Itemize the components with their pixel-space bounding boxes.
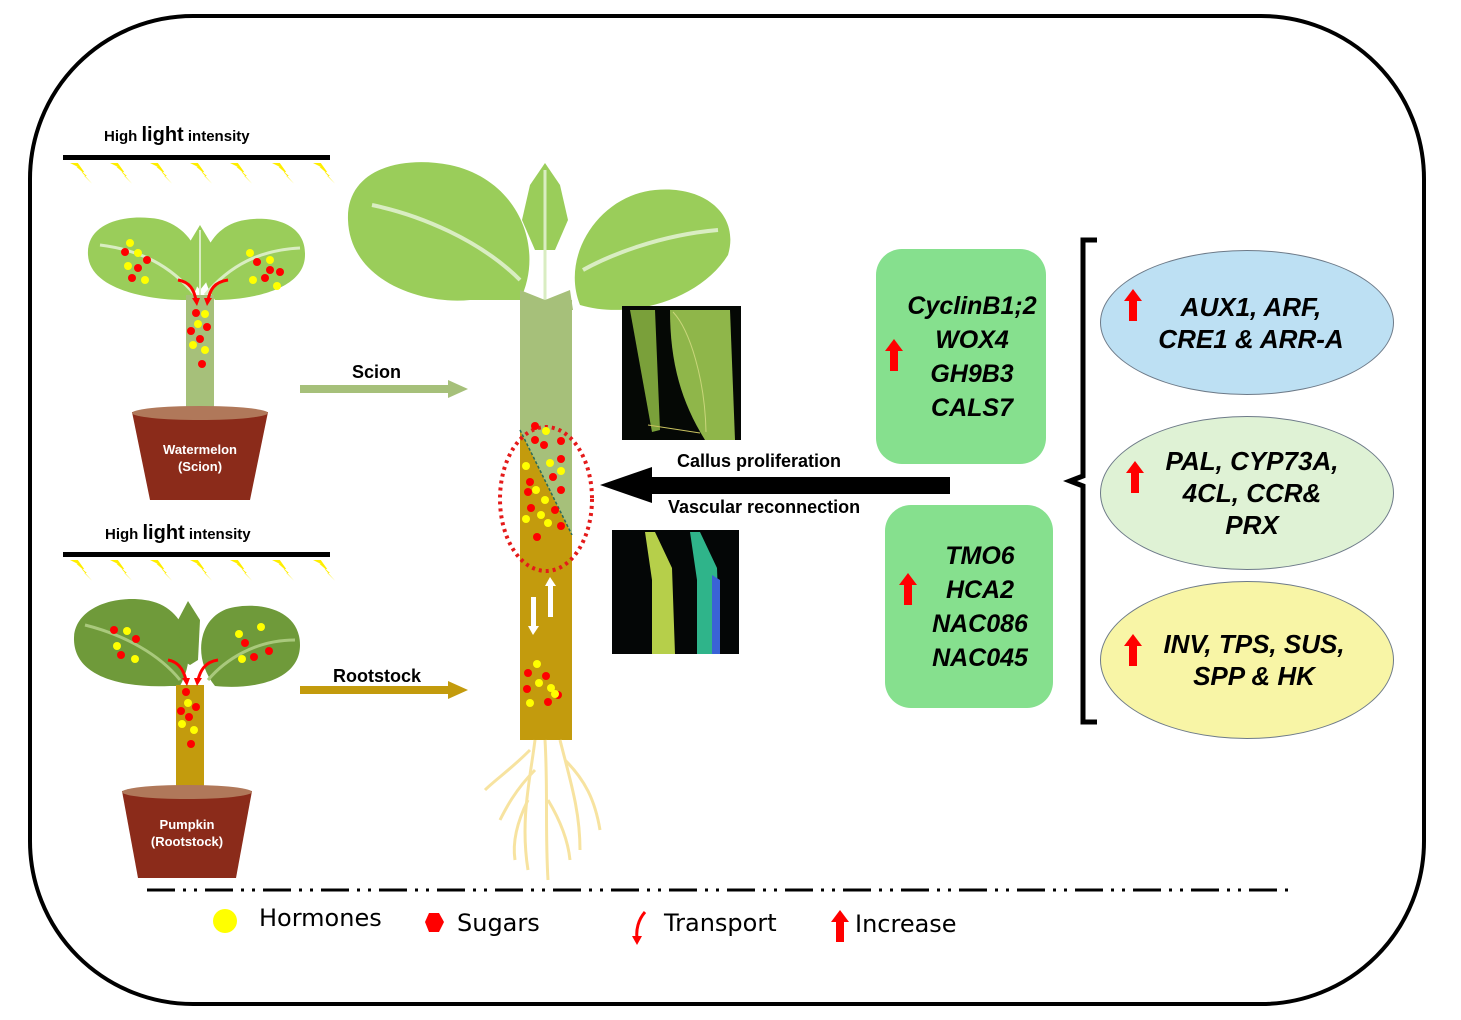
light-bolts: [70, 163, 336, 184]
pot: [122, 791, 252, 878]
legend-transport-label: Transport: [664, 909, 777, 937]
gene-box-vascular: TMO6 HCA2 NAC086 NAC045: [885, 505, 1053, 708]
light-bar-bottom: [63, 552, 336, 581]
gene-name: TMO6: [945, 541, 1015, 570]
ellipse-phenylpropanoid: PAL, CYP73A, 4CL, CCR& PRX: [1100, 416, 1394, 570]
pot-label-line: (Scion): [177, 459, 223, 474]
gene-line: AUX1, ARF,: [1180, 291, 1322, 322]
pot-label-line: (Rootstock): [150, 834, 224, 849]
light-suffix: intensity: [187, 128, 250, 145]
transport-legend-icon: [632, 911, 647, 945]
scion-arrow-label: Scion: [352, 362, 402, 382]
light-intensity-label-bottom: High light intensity: [105, 522, 251, 545]
increase-legend-icon: [831, 910, 849, 942]
pot: [132, 412, 268, 500]
gene-list: CyclinB1;2 WOX4 GH9B3 CALS7: [907, 289, 1036, 425]
gene-name: HCA2: [945, 575, 1015, 604]
grafted-plant: [347, 162, 731, 881]
leaf-right: [201, 605, 300, 687]
apical-leaf: [178, 601, 200, 665]
vascular-reconnection-label: Vascular reconnection: [668, 497, 861, 517]
ellipse-sugar-metabolism: INV, TPS, SUS, SPP & HK: [1100, 581, 1394, 739]
increase-arrow-icon: [1124, 289, 1142, 321]
gene-name: NAC045: [932, 643, 1028, 672]
watermelon-plant: [87, 217, 306, 500]
light-emphasis: light: [141, 124, 184, 146]
gene-name: CyclinB1;2: [907, 291, 1037, 320]
sugar-legend-icon: [425, 913, 444, 932]
scion-pot-label: Watermelon (Scion): [140, 441, 260, 475]
light-intensity-label-top: High light intensity: [104, 124, 250, 147]
gene-box-callus: CyclinB1;2 WOX4 GH9B3 CALS7: [876, 249, 1046, 464]
ellipse-text: AUX1, ARF, CRE1 & ARR-A: [1158, 291, 1343, 355]
gene-list: TMO6 HCA2 NAC086 NAC045: [932, 539, 1028, 675]
legend-sugars-label: Sugars: [457, 909, 540, 937]
gene-line: INV, TPS, SUS,: [1163, 629, 1345, 659]
rootstock-arrow-label: Rootstock: [333, 666, 422, 686]
pot-label-line: Pumpkin: [159, 817, 215, 832]
outer-frame: [28, 14, 1426, 1006]
gene-name: NAC086: [932, 609, 1028, 638]
pot-label-line: Watermelon: [163, 442, 237, 457]
increase-arrow-icon: [899, 573, 917, 605]
gene-name: CALS7: [931, 393, 1013, 422]
watermelon-dots: [121, 239, 284, 368]
ellipse-text: PAL, CYP73A, 4CL, CCR& PRX: [1166, 445, 1339, 541]
stem: [186, 295, 214, 410]
legend-hormones-label: Hormones: [259, 904, 382, 932]
callus-proliferation-label: Callus proliferation: [677, 451, 842, 471]
scion-arrow: [300, 380, 468, 398]
light-emphasis: light: [142, 522, 185, 544]
leaf-right: [574, 189, 731, 310]
light-bolts: [70, 560, 336, 581]
micrograph-vascular: [612, 530, 739, 654]
ellipse-hormone-signaling: AUX1, ARF, CRE1 & ARR-A: [1100, 250, 1394, 395]
rootstock-pot-label: Pumpkin (Rootstock): [127, 816, 247, 850]
increase-arrow-icon: [1124, 634, 1142, 666]
light-suffix: intensity: [188, 526, 251, 543]
pumpkin-dots: [110, 623, 273, 748]
gene-name: GH9B3: [930, 359, 1014, 388]
leaf-left: [347, 162, 530, 301]
bracket: [1063, 237, 1097, 725]
process-arrow: [600, 467, 950, 503]
increase-arrow-icon: [1126, 461, 1144, 493]
grafted-dots: [522, 422, 565, 707]
roots: [483, 739, 602, 881]
gene-name: WOX4: [935, 325, 1009, 354]
scion-stem: [520, 300, 572, 430]
increase-arrow-icon: [885, 339, 903, 371]
legend-increase-label: Increase: [855, 910, 957, 938]
gene-line: PAL, CYP73A,: [1165, 446, 1339, 476]
gene-line: SPP & HK: [1193, 661, 1315, 691]
micrograph-callus: [622, 306, 741, 440]
gene-line: CRE1 & ARR-A: [1158, 323, 1344, 354]
light-bar-top: [63, 155, 336, 184]
ellipse-text: INV, TPS, SUS, SPP & HK: [1163, 628, 1344, 692]
gene-line: PRX: [1225, 510, 1279, 540]
gene-line: 4CL, CCR&: [1182, 478, 1322, 508]
hormone-legend-icon: [213, 909, 237, 933]
light-prefix: High: [105, 526, 139, 543]
rootstock-arrow: [300, 681, 468, 699]
light-prefix: High: [104, 128, 138, 145]
